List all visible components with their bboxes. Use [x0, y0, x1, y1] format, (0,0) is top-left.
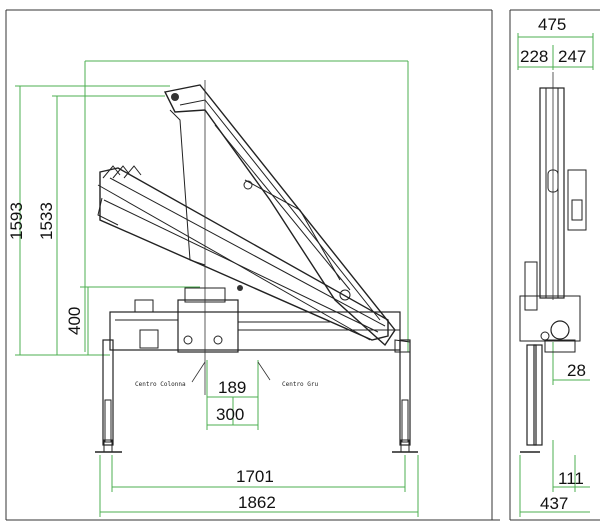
dim-boom-height: 1533 — [37, 202, 56, 240]
dim-stabilizer-outer: 1862 — [238, 493, 276, 512]
dim-front-half-right: 247 — [558, 47, 586, 66]
dim-offset-189: 189 — [218, 378, 246, 397]
stabilizer-legs — [95, 339, 418, 453]
front-column — [519, 87, 587, 353]
telescopic-arm — [97, 165, 389, 341]
side-view: 1593 1533 400 189 300 1701 1862 Centro C… — [7, 60, 419, 517]
front-stabilizer-legs — [520, 344, 543, 453]
column-label-leader — [191, 361, 206, 383]
dim-front-foot-111: 111 — [558, 469, 584, 488]
frame — [5, 9, 600, 521]
front-view: 475 228 247 28 111 437 — [517, 15, 594, 517]
dim-front-base-437: 437 — [540, 494, 568, 513]
front-dimension-lines — [517, 33, 594, 517]
dim-front-foot-28: 28 — [567, 361, 586, 380]
dim-total-height: 1593 — [7, 202, 26, 240]
side-dimension-lines — [15, 60, 419, 517]
dim-front-total-width: 475 — [538, 15, 566, 34]
crane-base — [109, 285, 411, 353]
dim-stabilizer-inner: 1701 — [236, 467, 274, 486]
crane-label-leader — [257, 361, 271, 381]
dim-base-height: 400 — [65, 307, 84, 335]
dim-front-half-left: 228 — [520, 47, 548, 66]
dim-offset-300: 300 — [216, 405, 244, 424]
label-column-center: Centro Colonna — [135, 381, 186, 388]
label-crane-center: Centro Gru — [282, 381, 319, 388]
main-boom — [163, 84, 396, 347]
